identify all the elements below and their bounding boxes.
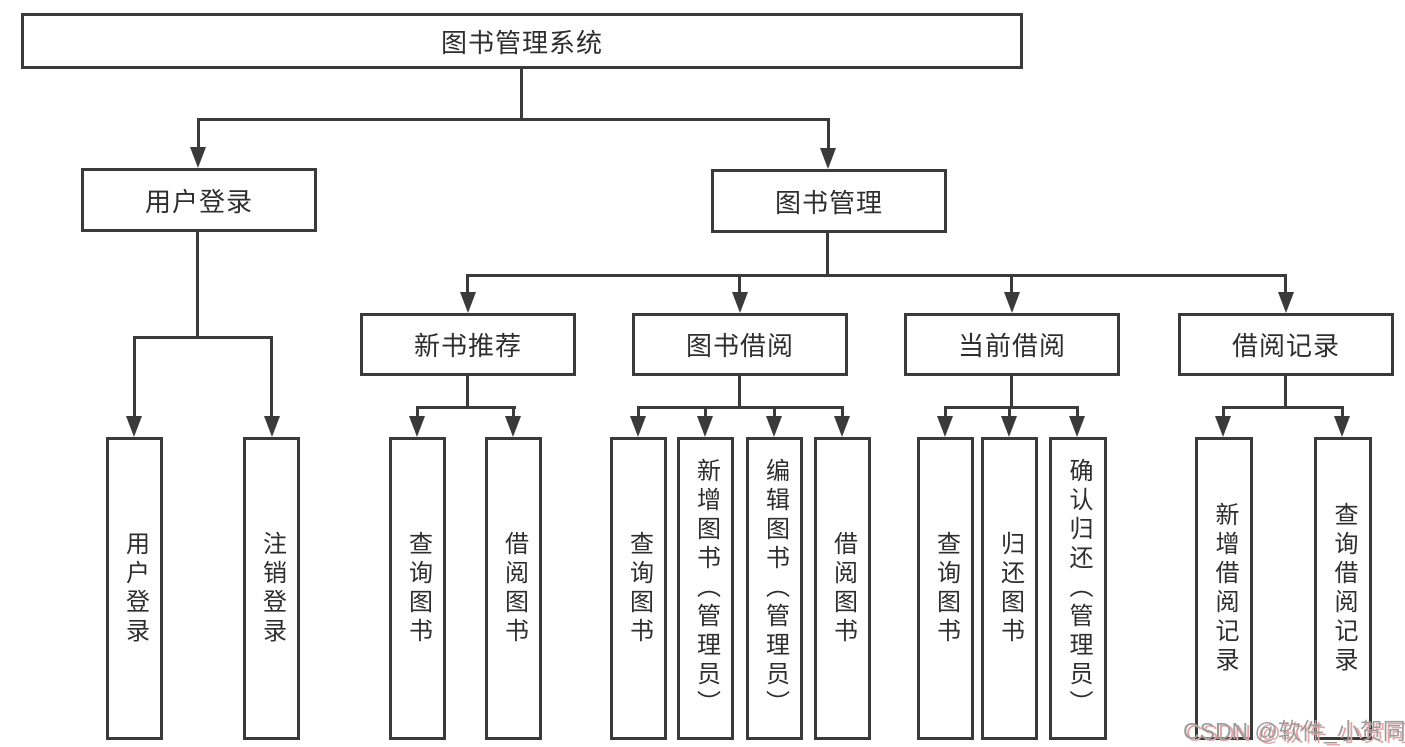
connector-drop-leaf [637,406,640,420]
connector-drop-leaf [773,406,776,420]
arrow-down-icon [264,416,280,437]
arrow-down-icon [630,416,646,437]
leaf-query-book-3: 查询图书 [917,437,974,740]
connector-userlogin-stem [196,232,199,339]
arrow-down-icon [1001,416,1017,437]
node-current-borrow: 当前借阅 [904,313,1120,376]
connector-newbook-stem [466,376,469,409]
watermark: CSDN @软件_小贺同学 [1183,718,1405,744]
arrow-down-icon [505,416,521,437]
node-new-book-recommend: 新书推荐 [360,313,576,376]
connector-drop-book-management [827,118,830,150]
connector-currentborrow-stem [1010,376,1013,409]
connector-drop-leaf [1341,406,1344,420]
connector-drop-leaf [512,406,515,420]
leaf-add-borrow-record: 新增借阅记录 [1195,437,1253,740]
connector-drop-current-borrow [1010,274,1013,298]
connector-root-stem [520,69,523,118]
connector-drop-leaf [270,336,273,421]
leaf-query-book-1: 查询图书 [389,437,446,740]
arrow-down-icon [1278,292,1294,313]
leaf-add-book-admin: 新增图书（管理员） [677,437,734,740]
connector-root-bus [197,118,830,121]
connector-drop-leaf [841,406,844,420]
connector-drop-borrow-records [1284,274,1287,298]
leaf-edit-book-admin: 编辑图书（管理员） [746,437,803,740]
connector-bookborrow-stem [738,376,741,409]
connector-drop-book-borrow [738,274,741,298]
arrow-down-icon [1004,292,1020,313]
connector-drop-leaf [1222,406,1225,420]
connector-drop-leaf [704,406,707,420]
arrow-down-icon [190,147,206,168]
arrow-down-icon [1069,416,1085,437]
connector-bookmgmt-stem [826,233,829,277]
connector-drop-leaf [1008,406,1011,420]
arrow-down-icon [460,292,476,313]
connector-bookborrow-bus [637,406,844,409]
arrow-down-icon [732,292,748,313]
arrow-down-icon [1334,416,1350,437]
arrow-down-icon [697,416,713,437]
connector-newbook-bus [416,406,516,409]
arrow-down-icon [820,148,836,169]
node-book-management: 图书管理 [711,169,947,233]
leaf-query-book-2: 查询图书 [610,437,667,740]
arrow-down-icon [937,416,953,437]
leaf-borrow-book-2: 借阅图书 [814,437,871,740]
leaf-confirm-return-admin: 确认归还（管理员） [1049,437,1107,740]
connector-currentborrow-bus [944,406,1079,409]
arrow-down-icon [126,416,142,437]
connector-borrowrecords-stem [1284,376,1287,409]
arrow-down-icon [834,416,850,437]
connector-drop-user-login [197,118,200,150]
leaf-query-borrow-record: 查询借阅记录 [1314,437,1372,740]
connector-drop-leaf [1076,406,1079,420]
node-user-login: 用户登录 [81,168,317,232]
connector-drop-leaf [944,406,947,420]
connector-drop-leaf [133,336,136,421]
arrow-down-icon [766,416,782,437]
node-book-borrow: 图书借阅 [632,313,848,376]
leaf-return-book: 归还图书 [981,437,1038,740]
connector-borrowrecords-bus [1222,406,1344,409]
leaf-borrow-book-1: 借阅图书 [485,437,542,740]
leaf-user-login: 用户登录 [106,437,163,740]
connector-userlogin-bus [133,336,273,339]
node-root: 图书管理系统 [21,13,1023,69]
node-borrow-records: 借阅记录 [1178,313,1394,376]
arrow-down-icon [1215,416,1231,437]
connector-bookmgmt-bus [467,274,1287,277]
connector-drop-leaf [416,406,419,420]
connector-drop-new-book [466,274,469,298]
arrow-down-icon [409,416,425,437]
leaf-logout: 注销登录 [243,437,300,740]
